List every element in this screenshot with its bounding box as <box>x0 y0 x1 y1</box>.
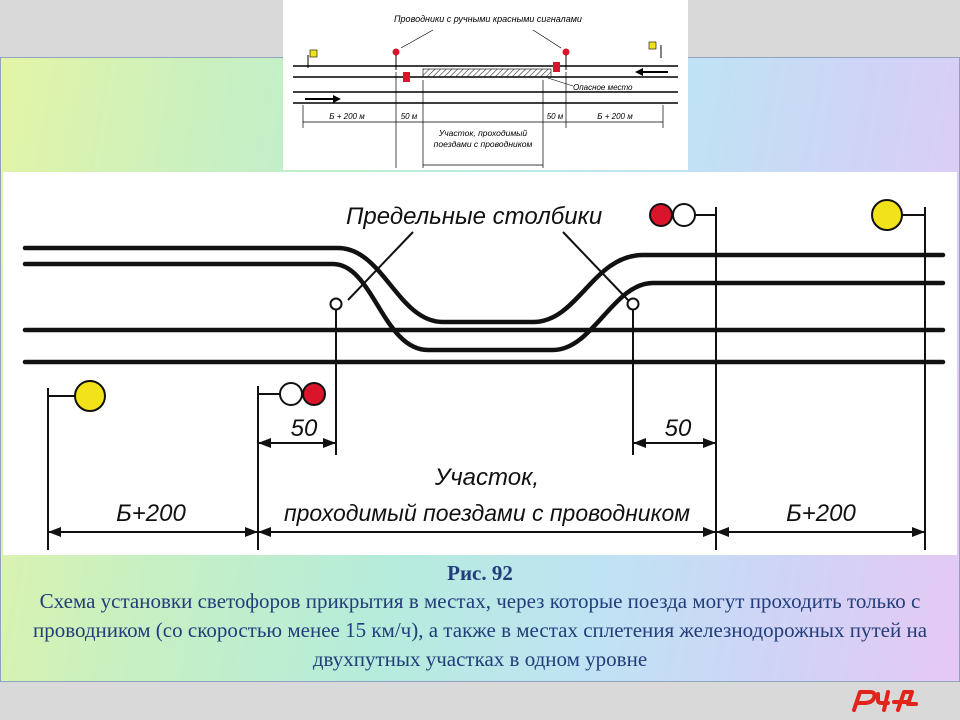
thumb-dim-4: Б + 200 м <box>597 112 633 121</box>
thumb-section-label: Участок, проходимый поездами с проводник… <box>433 128 533 149</box>
rzd-logo <box>848 688 920 717</box>
thumb-title-line1: Проводники с ручными красными сигналами <box>394 14 582 24</box>
caption-title: Рис. 92 <box>447 561 513 585</box>
dim-b200-right: Б+200 <box>786 500 856 527</box>
bottom-bar <box>0 682 960 720</box>
white-signal-light-top <box>672 203 696 227</box>
thumb-dim-3: 50 м <box>547 112 564 121</box>
thumb-yellow-signal-right <box>648 41 657 50</box>
thumb-red-marker-left <box>403 72 410 82</box>
thumb-red-flag-left <box>392 48 400 56</box>
section-label-line1: Участок, <box>434 464 539 491</box>
section-label-line2: проходимый поездами с проводником <box>284 500 690 526</box>
thumb-danger-zone <box>422 68 552 78</box>
thumb-dim-2: 50 м <box>401 112 418 121</box>
thumbnail-diagram: Проводники с ручными красными сигналами … <box>283 0 688 170</box>
dim-b200-left: Б+200 <box>116 500 186 527</box>
thumb-yellow-signal-left <box>309 49 318 58</box>
white-signal-light-bottom <box>279 382 303 406</box>
main-diagram: Предельные столбики 50 50 Участок <box>3 172 957 555</box>
red-signal-light-top <box>649 203 673 227</box>
yellow-signal-top-right <box>871 199 903 231</box>
posts-label: Предельные столбики <box>346 203 602 230</box>
thumb-red-flag-right <box>562 48 570 56</box>
track-top-2 <box>22 261 946 353</box>
dim-50-left: 50 <box>291 415 318 442</box>
caption-text: Схема установки светофоров прикрытия в м… <box>32 589 928 671</box>
dim-50-right: 50 <box>665 415 692 442</box>
clearance-post-left <box>329 297 343 311</box>
red-signal-light-bottom <box>302 382 326 406</box>
clearance-post-right <box>626 297 640 311</box>
figure-caption: Рис. 92 Схема установки светофоров прикр… <box>0 560 960 674</box>
yellow-signal-bottom-left <box>74 380 106 412</box>
thumb-danger-label: Опасное место <box>573 83 633 92</box>
track-top-1 <box>22 245 946 325</box>
thumb-dim-1: Б + 200 м <box>329 112 365 121</box>
thumb-red-marker-right <box>553 62 560 72</box>
